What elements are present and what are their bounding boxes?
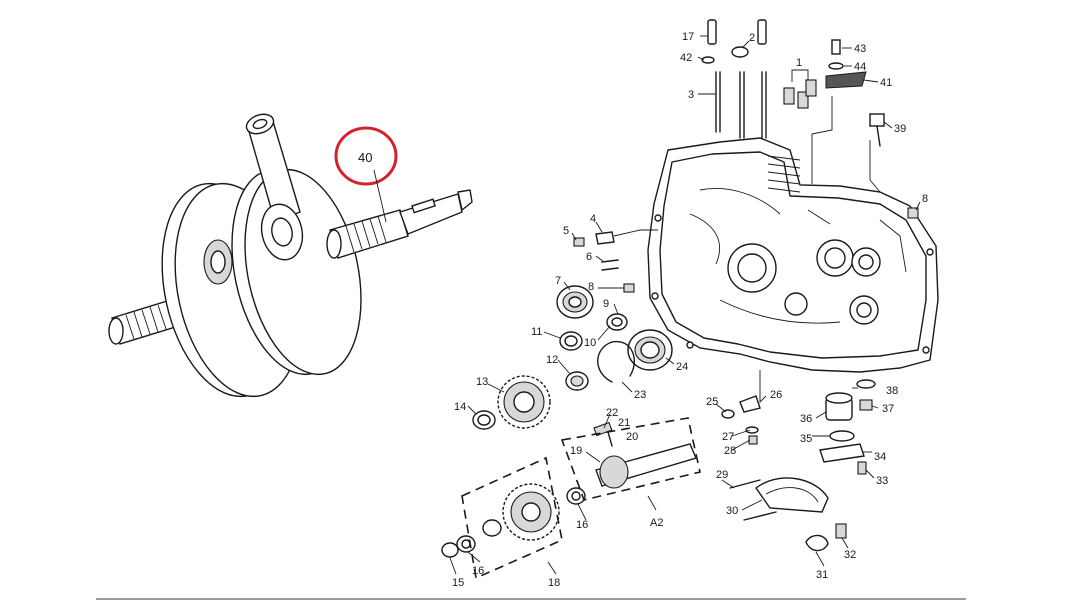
callout-39: 39 xyxy=(894,123,906,135)
callout-16-right: 16 xyxy=(576,519,588,531)
callout-26: 26 xyxy=(770,389,782,401)
callout-20: 20 xyxy=(626,431,638,443)
callout-24: 24 xyxy=(676,361,688,373)
callout-43: 43 xyxy=(854,43,866,55)
callout-15: 15 xyxy=(452,577,464,589)
callout-34: 34 xyxy=(874,451,886,463)
crankshaft-assembly xyxy=(108,113,473,398)
callout-5: 5 xyxy=(563,225,569,237)
callout-10: 10 xyxy=(584,337,596,349)
callout-17: 17 xyxy=(682,31,694,43)
callout-9: 9 xyxy=(603,298,609,310)
lower-right-parts xyxy=(721,379,876,552)
gear-train xyxy=(441,231,697,558)
callout-32: 32 xyxy=(844,549,856,561)
callout-11: 11 xyxy=(531,326,542,338)
callout-33: 33 xyxy=(876,475,888,487)
callout-22: 22 xyxy=(606,407,618,419)
callout-25: 25 xyxy=(706,396,718,408)
top-studs xyxy=(701,19,885,147)
crankcase-half xyxy=(647,137,939,373)
leader-lines xyxy=(449,35,921,575)
callout-19: 19 xyxy=(570,445,582,457)
group-box-18 xyxy=(461,456,563,580)
callout-18: 18 xyxy=(548,577,560,589)
callout-16-left: 16 xyxy=(472,565,484,577)
callout-14: 14 xyxy=(454,401,466,413)
group-box-a2 xyxy=(560,417,701,501)
part-labels: 17 2 43 42 44 1 41 3 39 8 5 4 6 7 8 9 11… xyxy=(452,31,928,589)
callout-12: 12 xyxy=(546,354,558,366)
callout-a2: A2 xyxy=(650,517,663,529)
highlight-circle xyxy=(334,126,398,186)
callout-38: 38 xyxy=(886,385,898,397)
callout-1: 1 xyxy=(796,57,802,69)
callout-7: 7 xyxy=(555,275,561,287)
callout-2: 2 xyxy=(749,32,755,44)
callout-44: 44 xyxy=(854,61,866,73)
callout-6: 6 xyxy=(586,251,592,263)
callout-30: 30 xyxy=(726,505,738,517)
callout-3: 3 xyxy=(688,89,694,101)
callout-4: 4 xyxy=(590,213,596,225)
callout-37: 37 xyxy=(882,403,894,415)
callout-41: 41 xyxy=(880,77,892,89)
callout-28: 28 xyxy=(724,445,736,457)
callout-35: 35 xyxy=(800,433,812,445)
callout-31: 31 xyxy=(816,569,828,581)
callout-8-mid: 8 xyxy=(588,281,594,293)
callout-29: 29 xyxy=(716,469,728,481)
callout-21: 21 xyxy=(618,417,630,429)
callout-27: 27 xyxy=(722,431,734,443)
callout-40: 40 xyxy=(358,150,372,165)
callout-13: 13 xyxy=(476,376,488,388)
callout-23: 23 xyxy=(634,389,646,401)
callout-42: 42 xyxy=(680,52,692,64)
callout-8-top: 8 xyxy=(922,193,928,205)
callout-36: 36 xyxy=(800,413,812,425)
